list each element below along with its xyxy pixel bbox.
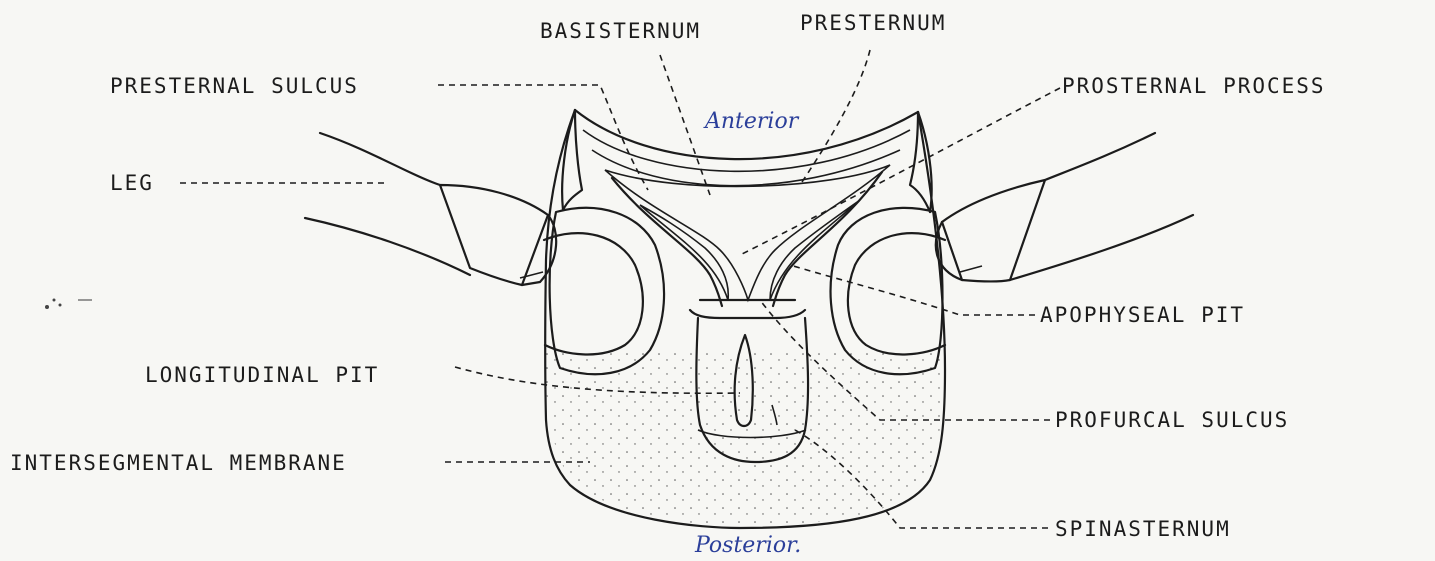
left-leg <box>305 133 556 285</box>
paper-smudge <box>45 299 92 310</box>
label-spinasternum: SPINASTERNUM <box>1055 517 1231 541</box>
label-presternum: PRESTERNUM <box>800 11 946 35</box>
annotation-anterior: Anterior <box>703 109 800 134</box>
right-coxal-cavity <box>831 208 945 374</box>
annotation-posterior: Posterior. <box>694 533 801 558</box>
label-presternal-sulcus: PRESTERNAL SULCUS <box>110 74 359 98</box>
label-apophyseal-pit: APOPHYSEAL PIT <box>1040 303 1245 327</box>
label-intersegmental-membrane: INTERSEGMENTAL MEMBRANE <box>10 451 347 475</box>
label-longitudinal-pit: LONGITUDINAL PIT <box>145 363 379 387</box>
label-profurcal-sulcus: PROFURCAL SULCUS <box>1055 408 1289 432</box>
label-prosternal-process: PROSTERNAL PROCESS <box>1062 74 1326 98</box>
right-leg <box>936 133 1193 282</box>
label-basisternum: BASISTERNUM <box>540 19 701 43</box>
left-coxal-cavity <box>544 208 664 374</box>
label-leg: LEG <box>110 171 154 195</box>
